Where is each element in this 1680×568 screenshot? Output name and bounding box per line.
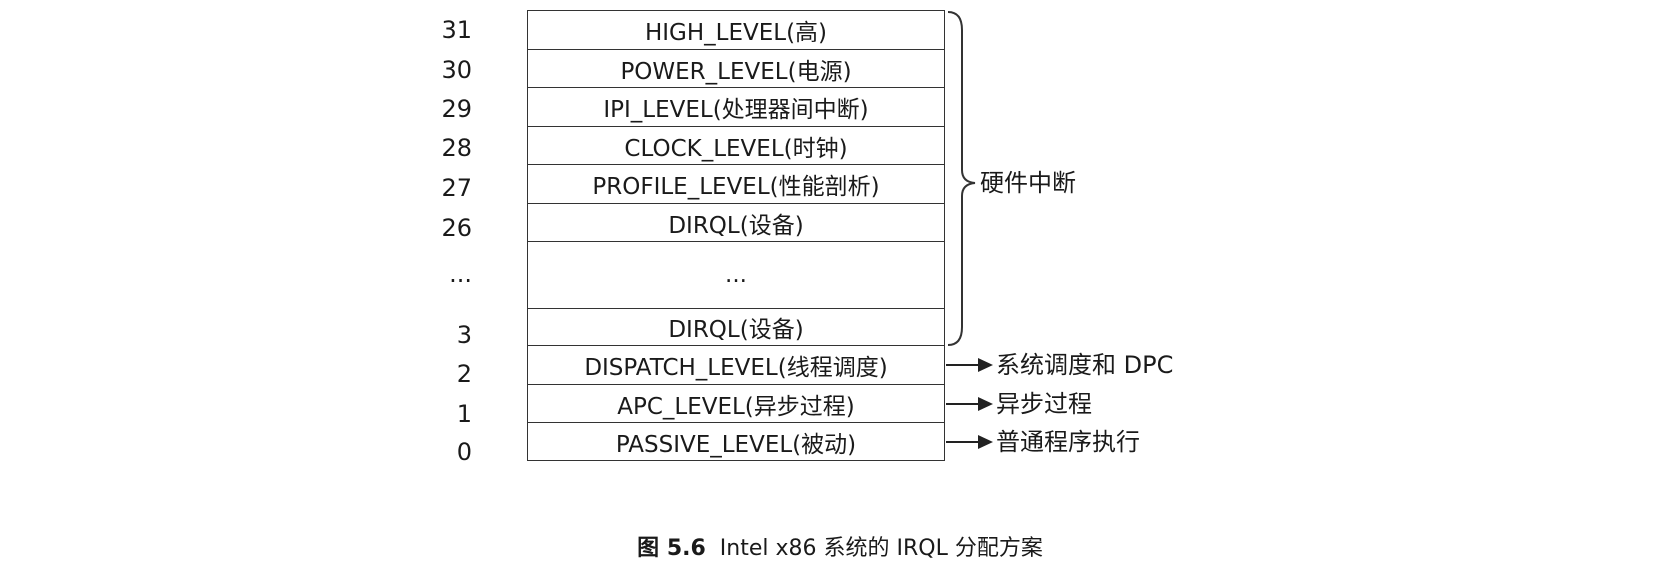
level-number: 2 [456, 360, 472, 388]
level-number: 30 [441, 56, 472, 84]
irql-level-box: POWER_LEVEL(电源) [527, 48, 945, 89]
level-number: 1 [456, 400, 472, 428]
figure-title: Intel x86 系统的 IRQL 分配方案 [719, 536, 1043, 561]
arrow-dispatch [946, 358, 993, 372]
level-number: 31 [441, 16, 472, 44]
arrow-label: 普通程序执行 [996, 428, 1140, 456]
figure-caption: 图 5.6 Intel x86 系统的 IRQL 分配方案 [0, 538, 1680, 560]
level-number: 3 [456, 321, 472, 349]
irql-level-box: HIGH_LEVEL(高) [527, 10, 945, 50]
figure-number: 图 5.6 [637, 536, 706, 561]
hardware-interrupt-label: 硬件中断 [980, 169, 1076, 197]
level-number: 0 [456, 438, 472, 466]
irql-level-box: PASSIVE_LEVEL(被动) [527, 422, 945, 461]
irql-level-box: APC_LEVEL(异步过程) [527, 383, 945, 424]
hardware-interrupt-brace [947, 11, 976, 346]
irql-level-box: PROFILE_LEVEL(性能剖析) [527, 164, 945, 204]
level-number: 27 [441, 174, 472, 202]
irql-level-box: CLOCK_LEVEL(时钟) [527, 125, 945, 166]
level-number: 26 [441, 214, 472, 242]
arrow-label: 系统调度和 DPC [996, 351, 1174, 379]
irql-level-box: IPI_LEVEL(处理器间中断) [527, 87, 945, 127]
arrow-apc [946, 397, 993, 411]
arrow-passive [946, 435, 993, 449]
irql-level-box: ... [527, 241, 945, 309]
level-number: 29 [441, 95, 472, 123]
irql-level-box: DIRQL(设备) [527, 307, 945, 347]
arrow-label: 异步过程 [996, 390, 1092, 418]
irql-level-box: DISPATCH_LEVEL(线程调度) [527, 345, 945, 385]
irql-level-box: DIRQL(设备) [527, 202, 945, 243]
level-number: 28 [441, 134, 472, 162]
level-number: ... [449, 260, 472, 288]
